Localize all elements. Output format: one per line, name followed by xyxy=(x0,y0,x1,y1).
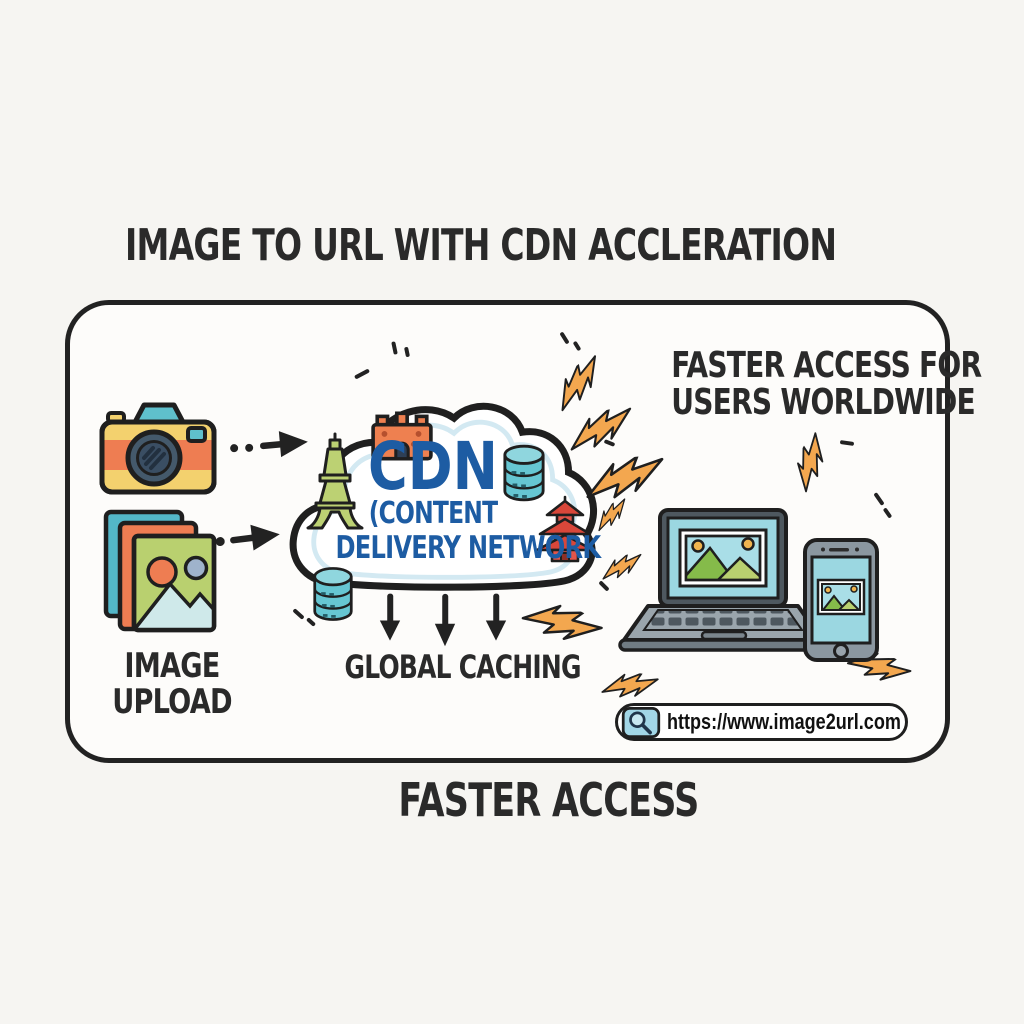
pagoda-icon xyxy=(535,495,595,563)
page-title: IMAGE TO URL WITH CDN ACCLERATION xyxy=(125,220,837,271)
cdn-acronym: CDN xyxy=(368,428,498,505)
global-caching-label: GLOBAL CACHING xyxy=(344,648,582,686)
down-arrow-icon xyxy=(484,592,508,644)
worldwide-line2: USERS WORLDWIDE xyxy=(671,382,975,423)
dotted-arrow-icon xyxy=(230,431,308,458)
down-arrow-icon xyxy=(378,592,402,644)
image-upload-label: IMAGE UPLOAD xyxy=(108,648,236,720)
eiffel-tower-icon xyxy=(306,432,364,530)
worldwide-heading: FASTER ACCESS FOR USERS WORLDWIDE xyxy=(671,345,982,423)
smartphone-icon xyxy=(803,538,879,662)
photo-stack-icon xyxy=(103,509,217,633)
castle-icon xyxy=(371,411,433,461)
url-bar: https://www.image2url.com xyxy=(615,703,908,741)
dotted-arrow-icon xyxy=(215,524,280,551)
down-arrow-icon xyxy=(433,592,457,650)
lightning-bolt-icon xyxy=(582,454,668,503)
camera-icon xyxy=(99,402,217,495)
image-upload-line1: IMAGE xyxy=(124,646,220,686)
cdn-subtitle-line2: DELIVERY NETWORK xyxy=(335,530,602,566)
footer-label: FASTER ACCESS xyxy=(398,773,699,827)
laptop-icon xyxy=(618,508,828,652)
search-icon xyxy=(621,706,661,738)
cdn-subtitle-line1: (CONTENT xyxy=(368,496,498,531)
worldwide-line1: FASTER ACCESS FOR xyxy=(671,345,982,386)
url-text: https://www.image2url.com xyxy=(667,709,901,734)
image-upload-line2: UPLOAD xyxy=(112,682,232,722)
database-icon xyxy=(312,566,354,622)
